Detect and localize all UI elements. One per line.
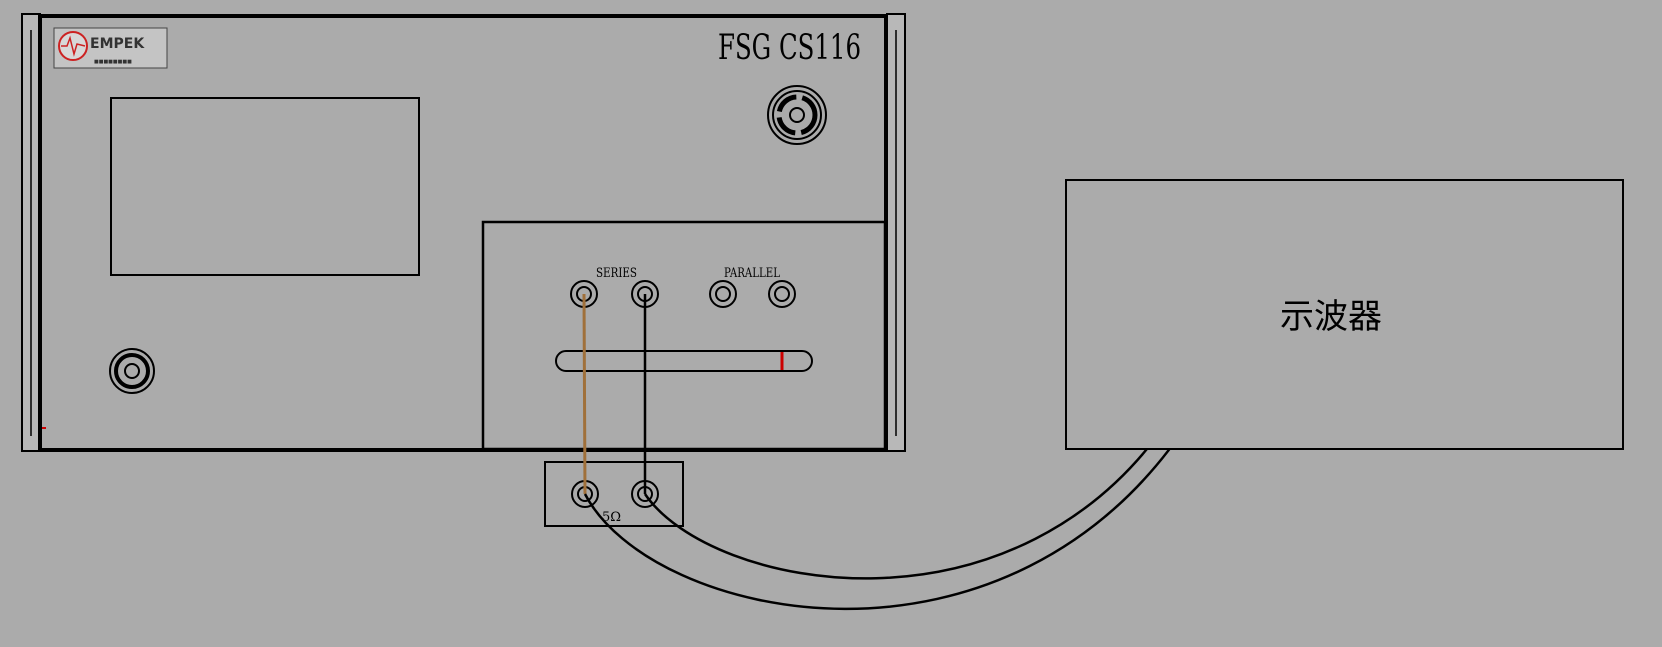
- brown-wire: [582, 293, 587, 495]
- output-slider[interactable]: [555, 350, 813, 372]
- display-screen: [110, 97, 420, 276]
- power-button[interactable]: [109, 348, 155, 394]
- rotary-knob[interactable]: [767, 85, 827, 145]
- probe-wire-inner: [643, 411, 1176, 580]
- parallel-terminal-1[interactable]: [709, 280, 737, 308]
- resistor-label: 5Ω: [602, 510, 621, 525]
- parallel-terminal-2[interactable]: [768, 280, 796, 308]
- signal-generator: EMPEK ■■■■■■■■ FSG CS116 SERIES PARALLEL: [21, 13, 906, 452]
- oscilloscope: 示波器: [1065, 179, 1624, 450]
- model-title: FSG CS116: [718, 28, 861, 68]
- output-panel: [481, 220, 887, 451]
- brand-logo: EMPEK ■■■■■■■■: [53, 27, 168, 69]
- resistor-box: 5Ω: [544, 461, 684, 527]
- brand-name: EMPEK: [90, 36, 145, 52]
- parallel-label: PARALLEL: [724, 266, 780, 281]
- wires: [582, 293, 1194, 611]
- oscilloscope-label: 示波器: [1280, 297, 1382, 337]
- series-label: SERIES: [596, 266, 637, 281]
- probe-wire-outer: [583, 416, 1194, 611]
- brand-subtitle: ■■■■■■■■: [94, 59, 132, 65]
